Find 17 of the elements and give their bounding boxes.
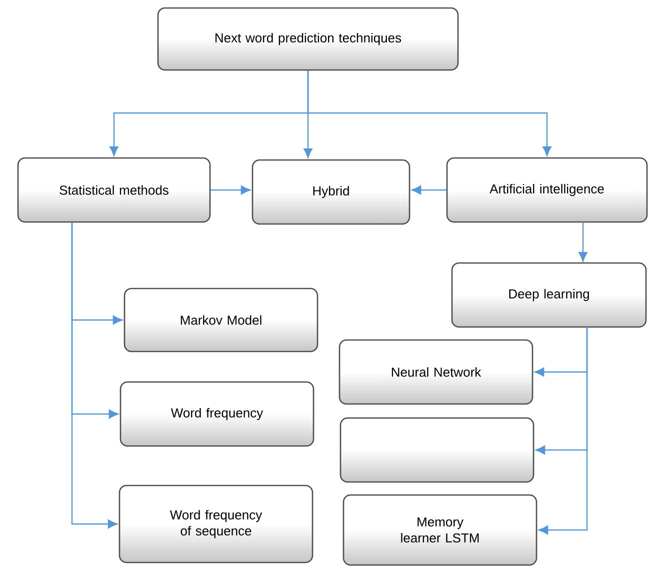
arrow <box>71 222 118 528</box>
arrow <box>538 327 588 534</box>
process-box: Deep learning <box>451 262 647 328</box>
process-box: Word frequency <box>120 381 314 447</box>
arrow <box>412 186 446 194</box>
process-box: Neural Network <box>338 339 534 405</box>
process-box: Word frequency of sequence <box>118 484 314 564</box>
arrow <box>210 186 250 194</box>
process-box: Memory learner LSTM <box>342 494 538 566</box>
process-box: Artificial intelligence <box>446 157 648 223</box>
empty-box <box>340 417 534 483</box>
process-box: Hybrid <box>252 159 410 225</box>
process-box: Statistical methods <box>17 157 211 223</box>
arrow <box>307 70 552 156</box>
process-box: Markov Model <box>124 288 318 352</box>
process-box: Next word prediction techniques <box>157 7 459 71</box>
arrow <box>578 222 588 262</box>
